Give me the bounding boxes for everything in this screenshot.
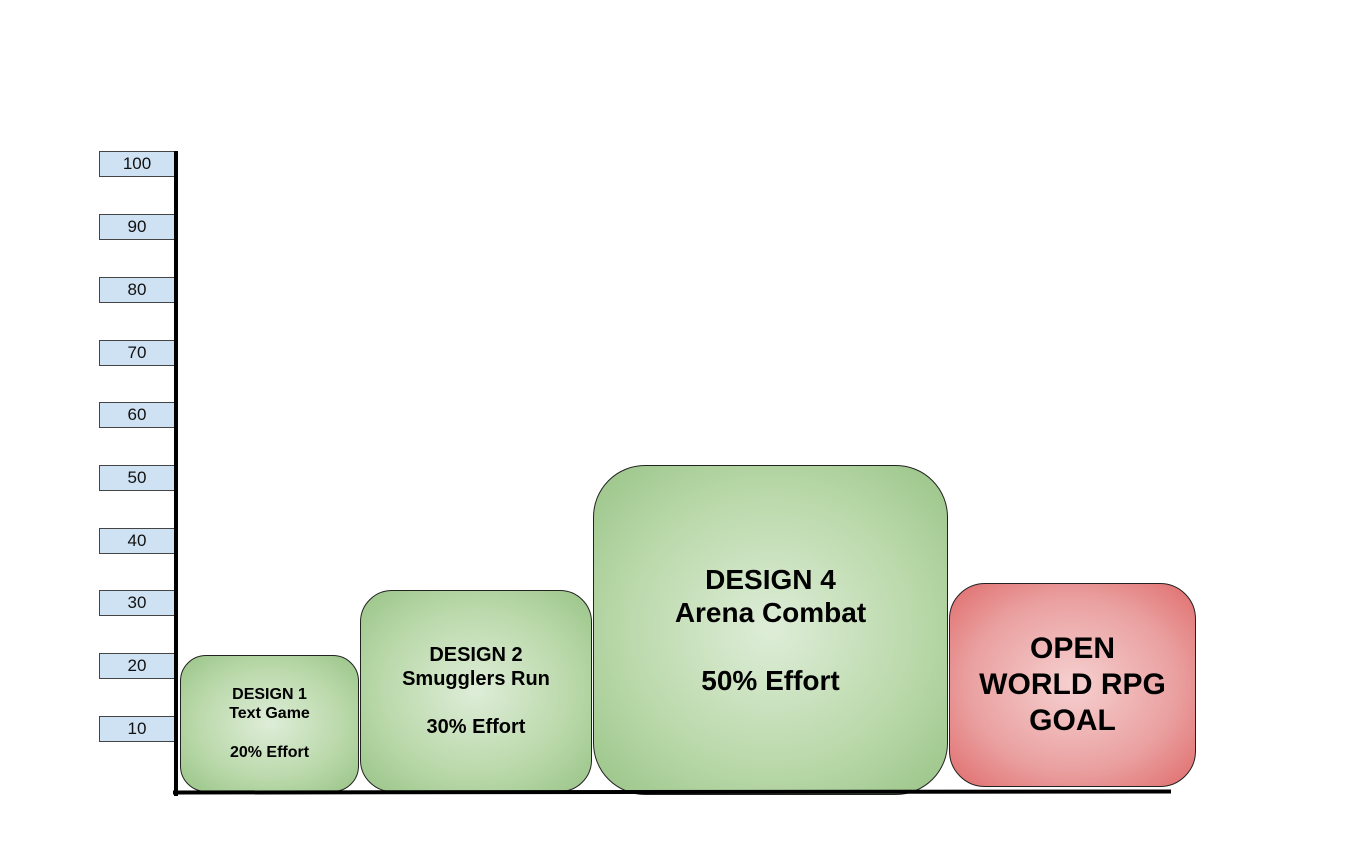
y-axis [174,151,178,796]
y-label-60: 60 [99,402,175,428]
goal-line-2: WORLD RPG [979,668,1166,701]
design-4-effort: 50% Effort [701,664,840,696]
design-1-effort: 20% Effort [229,743,310,761]
design-2-subtitle: Smugglers Run [402,668,550,690]
design-4-title: DESIGN 4 [705,563,836,595]
y-label-50: 50 [99,465,175,491]
y-label-40: 40 [99,528,175,554]
y-label-80: 80 [99,277,175,303]
y-label-30: 30 [99,590,175,616]
y-label-10: 10 [99,716,175,742]
design-1-title: DESIGN 1 [232,686,307,704]
y-label-70: 70 [99,340,175,366]
design-2-title: DESIGN 2 [429,644,523,666]
design-1-subtitle: Text Game [229,705,310,723]
x-axis [172,789,1172,795]
goal-line-1: OPEN [1029,632,1116,665]
design-2-effort: 30% Effort [426,716,526,738]
design-4-block: DESIGN 4 Arena Combat 50% Effort [593,465,948,795]
design-2-block: DESIGN 2 Smugglers Run 30% Effort [360,590,592,792]
y-label-90: 90 [99,214,175,240]
design-4-subtitle: Arena Combat [674,597,867,629]
y-label-20: 20 [99,653,175,679]
goal-block: OPEN WORLD RPG GOAL [949,583,1196,787]
y-label-100: 100 [99,151,175,177]
design-1-block: DESIGN 1 Text Game 20% Effort [180,655,359,792]
goal-line-3: GOAL [1029,704,1116,737]
